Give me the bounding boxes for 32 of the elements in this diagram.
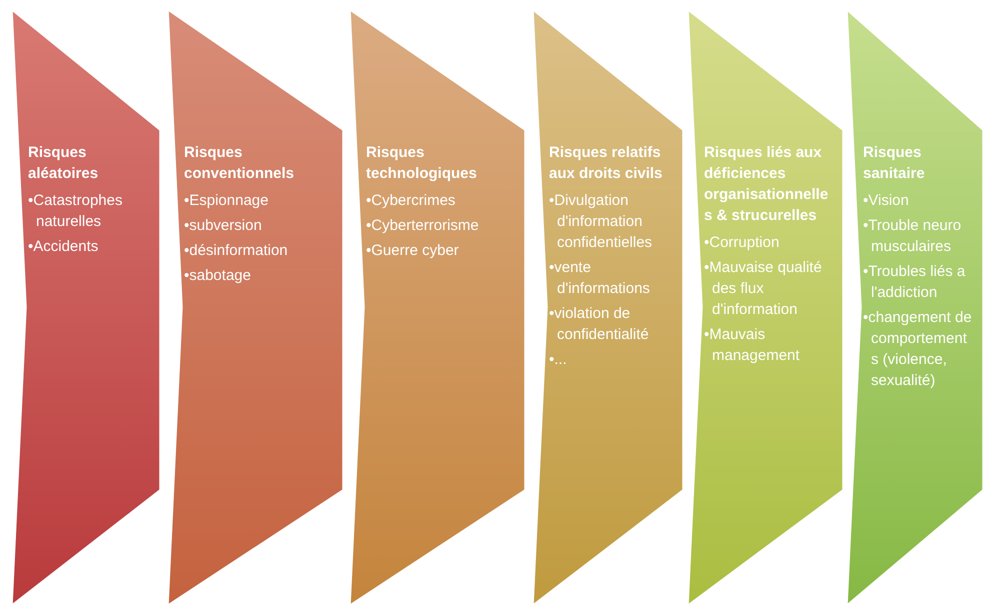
risk-item: •Troubles liés a l'addiction [863, 262, 966, 303]
risk-item: •Accidents [28, 237, 100, 257]
risk-item: •Vision [863, 191, 910, 211]
risk-item: •... [549, 350, 568, 370]
risk-item: •subversion [184, 216, 263, 236]
chevron-panel [533, 10, 683, 605]
risk-item: •Guerre cyber [366, 241, 460, 261]
category-heading: Risques liés aux déficiences organisationnelles & strucurelles [704, 143, 830, 226]
chevron-panel [12, 10, 160, 605]
risk-item: •violation de confidentialité [549, 304, 650, 345]
category-heading: Risques technologiques [366, 143, 478, 184]
chevron-panel [350, 10, 525, 605]
category-heading: Risques aléatoires [28, 143, 100, 184]
risk-item: •sabotage [184, 266, 252, 286]
risk-item: •changement de comportements (violence, sexualité) [863, 308, 973, 391]
risk-item: •Espionnage [184, 191, 270, 211]
risk-item: •Mauvais management [704, 325, 801, 366]
category-heading: Risques sanitaire [863, 143, 926, 184]
risk-item: •vente d'informations [549, 258, 651, 299]
risk-item: •Cybercrimes [366, 191, 456, 211]
risk-item: •Trouble neuro musculaires [863, 216, 962, 257]
chevron-panel [847, 10, 983, 605]
chevron-panel [168, 10, 343, 605]
category-heading: Risques conventionnels [184, 143, 296, 184]
category-heading: Risques relatifs aux droits civils [549, 143, 664, 184]
chevron-panel [688, 10, 843, 605]
risk-item: •Divulgation d'information confidentielles [549, 191, 654, 253]
risk-item: •désinformation [184, 241, 289, 261]
risk-item: •Corruption [704, 233, 780, 253]
risk-item: •Catastrophes naturelles [28, 191, 124, 232]
risk-item: •Cyberterrorisme [366, 216, 480, 236]
risk-item: •Mauvaise qualité des flux d'information [704, 258, 823, 320]
